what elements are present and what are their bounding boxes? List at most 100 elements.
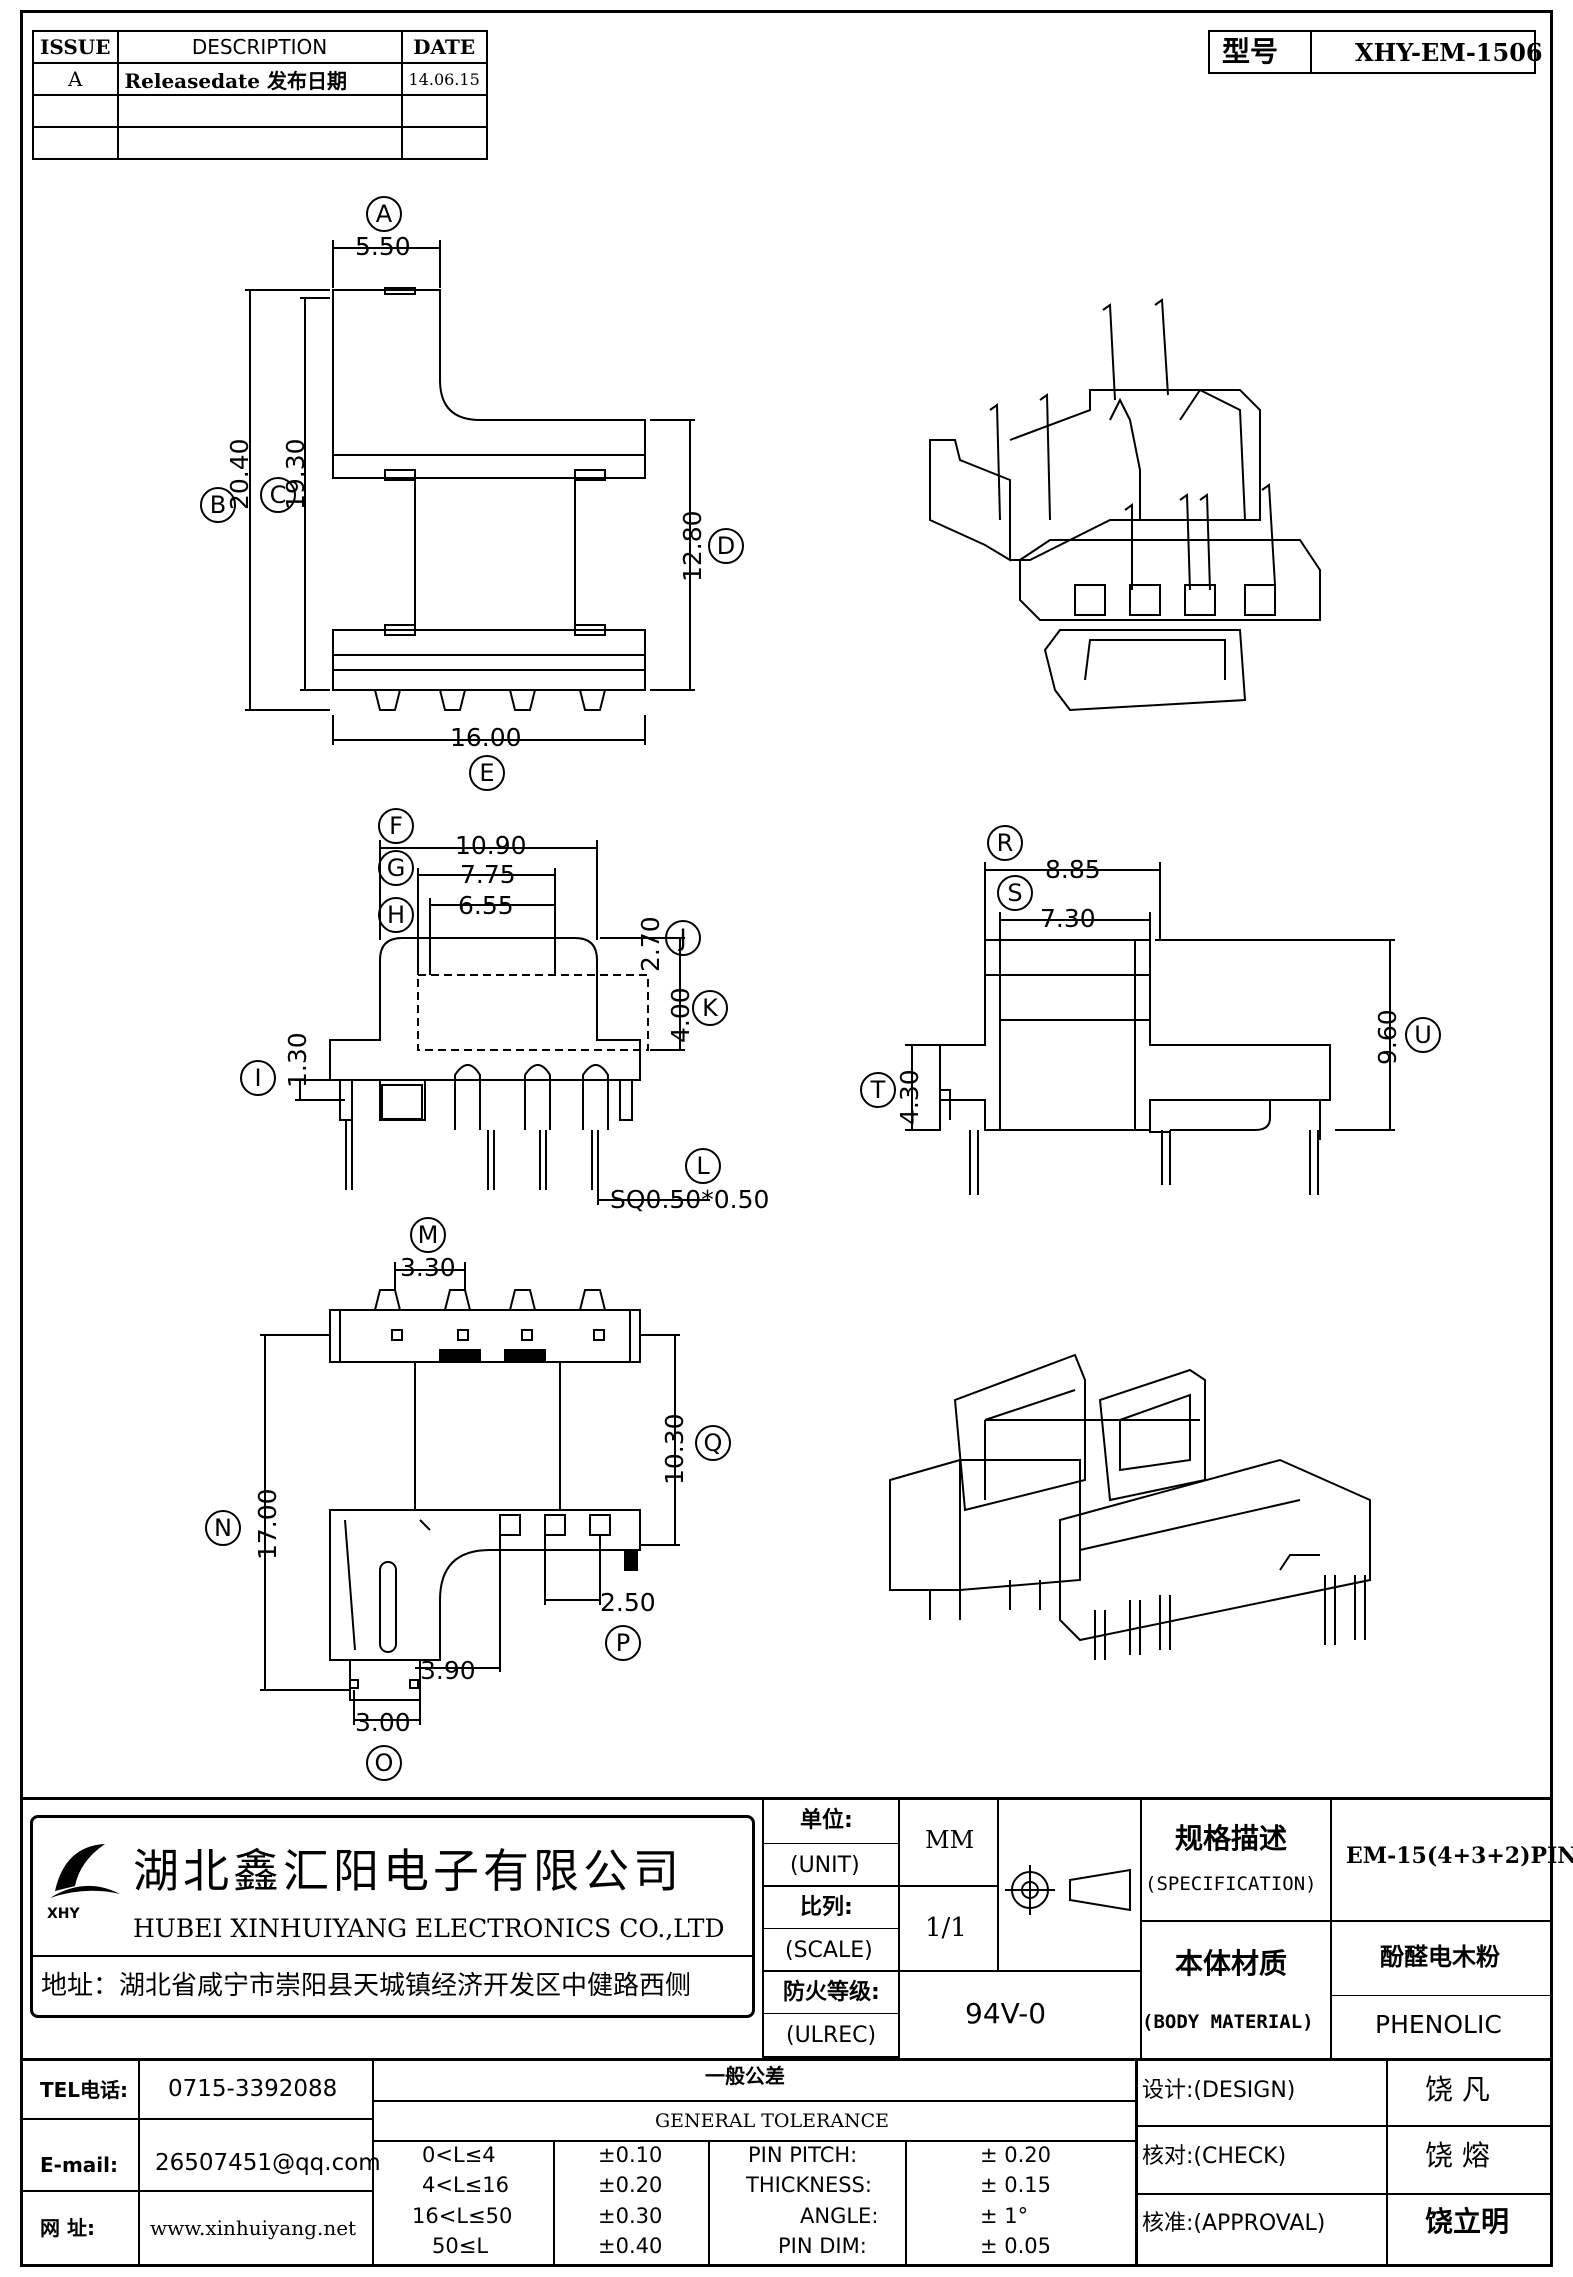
rev-row-date: 14.06.15 [400,62,488,96]
tolerance-value: ±0.20 [598,2173,663,2197]
rev-header-issue: ISSUE [32,30,119,64]
dim-J-marker: J [665,920,701,956]
fire-label-en: (ULREC) [786,2023,877,2048]
scale-label-cn: 比列: [800,1895,853,1920]
scale-label-en: (SCALE) [785,1938,873,1963]
rev-empty-cell [116,126,403,160]
dim-L-marker: L [685,1148,721,1184]
approval-label: 核准:(APPROVAL) [1142,2211,1326,2236]
material-label-cn: 本体材质 [1175,1947,1288,1980]
tolerance-title-en: GENERAL TOLERANCE [655,2110,890,2132]
tel-value: 0715-3392088 [168,2076,338,2102]
dim-F-value: 10.90 [455,831,527,860]
dim-T-marker: T [860,1072,896,1108]
tolerance-range: 0<L≤4 [422,2143,496,2167]
tolerance-value: ±0.10 [598,2143,663,2167]
dim-N-value: 17.00 [253,1488,282,1560]
isometric-view-top [929,298,1321,712]
dim-S-marker: S [997,875,1033,911]
dim-G-value: 7.75 [460,860,516,889]
rev-empty-cell [400,126,488,160]
dim-E-value: 16.00 [450,723,522,752]
material-label-en: (BODY MATERIAL) [1142,2011,1314,2033]
front-view [295,840,710,1205]
material-value-cn: 酚醛电木粉 [1380,1943,1500,1971]
rev-row-description: Releasedate 发布日期 [116,62,403,96]
dim-A-value: 5.50 [355,232,411,261]
spec-value: EM-15(4+3+2)PIN [1346,1843,1573,1869]
dim-U-value: 9.60 [1373,1009,1402,1065]
unit-label-cn: 单位: [800,1808,853,1833]
dim-R-marker: R [987,825,1023,861]
dim-G-marker: G [378,850,414,886]
tolerance-range: 50≤L [432,2234,489,2258]
check-label: 核对:(CHECK) [1142,2144,1287,2169]
dim-E-marker: E [469,755,505,791]
bottom-view [260,1262,680,1725]
dim-J-value: 2.70 [636,916,665,972]
tolerance-range: 4<L≤16 [422,2173,509,2197]
design-label: 设计:(DESIGN) [1142,2078,1296,2103]
revision-table: ISSUE DESCRIPTION DATE A Releasedate 发布日… [32,30,488,160]
rev-row-issue: A [32,62,119,96]
model-label: 型号 [1222,35,1279,68]
dim-D-marker: D [708,528,744,564]
dim-Q-value: 10.30 [660,1413,689,1485]
tolerance-other-label: THICKNESS: [746,2173,872,2197]
dim-A-marker: A [366,196,402,232]
dim-B-marker: B [200,487,236,523]
rev-header-date: DATE [400,30,488,64]
dim-Q-marker: Q [695,1425,731,1461]
company-address: 地址：湖北省咸宁市崇阳县天城镇经济开发区中健路西侧 [41,1971,692,2001]
unit-value: MM [925,1826,975,1854]
tolerance-other-label: PIN DIM: [778,2234,867,2258]
isometric-view-bottom [889,1353,1371,1660]
company-name-cn: 湖北鑫汇阳电子有限公司 [133,1844,683,1898]
dim-K-value: 4.00 [666,987,695,1043]
web-label: 网 址: [40,2216,95,2240]
tel-label: TEL电话: [40,2078,129,2102]
scale-value: 1/1 [925,1913,967,1943]
dim-D-value: 12.80 [678,510,707,582]
rev-header-description: DESCRIPTION [116,30,403,64]
dim-K-marker: K [692,990,728,1026]
svg-text:XHY: XHY [47,1906,81,1922]
tolerance-other-value: ± 0.05 [980,2234,1052,2258]
material-value-en: PHENOLIC [1375,2010,1502,2039]
unit-labels-cell [762,1800,900,2058]
dim-T-value: 4.30 [895,1069,924,1125]
dim-I-marker: I [240,1060,276,1096]
drawing-frame [20,10,1553,2267]
model-value: XHY-EM-1506 [1355,38,1543,67]
dim-M-value: 3.30 [400,1253,456,1282]
dim-L-value: SQ0.50*0.50 [610,1185,770,1214]
company-box: XHY 湖北鑫汇阳电子有限公司 HUBEI XINHUIYANG ELECTRO… [30,1815,755,2018]
dim-C-marker: C [260,477,296,513]
dim-H-marker: H [378,897,414,933]
approval-name: 饶立明 [1425,2205,1510,2238]
dim-H-value: 6.55 [458,891,514,920]
dim-U-marker: U [1405,1017,1441,1053]
company-name-en: HUBEI XINHUIYANG ELECTRONICS CO.,LTD [133,1914,725,1943]
side-view-top [245,240,695,745]
tolerance-other-value: ± 1° [980,2204,1029,2228]
dim-O-marker: O [366,1745,402,1781]
fire-label-cn: 防火等级: [783,1980,880,2005]
model-box: 型号 XHY-EM-1506 [1208,30,1543,74]
check-name: 饶 熔 [1425,2139,1490,2172]
dim-P-value: 2.50 [600,1588,656,1617]
dim-V-value: 3.90 [420,1656,476,1685]
dim-N-marker: N [205,1510,241,1546]
dim-M-marker: M [410,1217,446,1253]
unit-label-en: (UNIT) [790,1853,860,1878]
projection-symbol-icon [1005,1865,1131,1915]
dim-F-marker: F [378,808,414,844]
spec-label-cn: 规格描述 [1175,1822,1288,1855]
dim-R-value: 8.85 [1045,855,1101,884]
dim-P-marker: P [605,1625,641,1661]
email-label: E-mail: [40,2153,119,2177]
design-name: 饶 凡 [1425,2073,1490,2106]
rev-empty-cell [32,94,119,128]
rev-empty-cell [400,94,488,128]
